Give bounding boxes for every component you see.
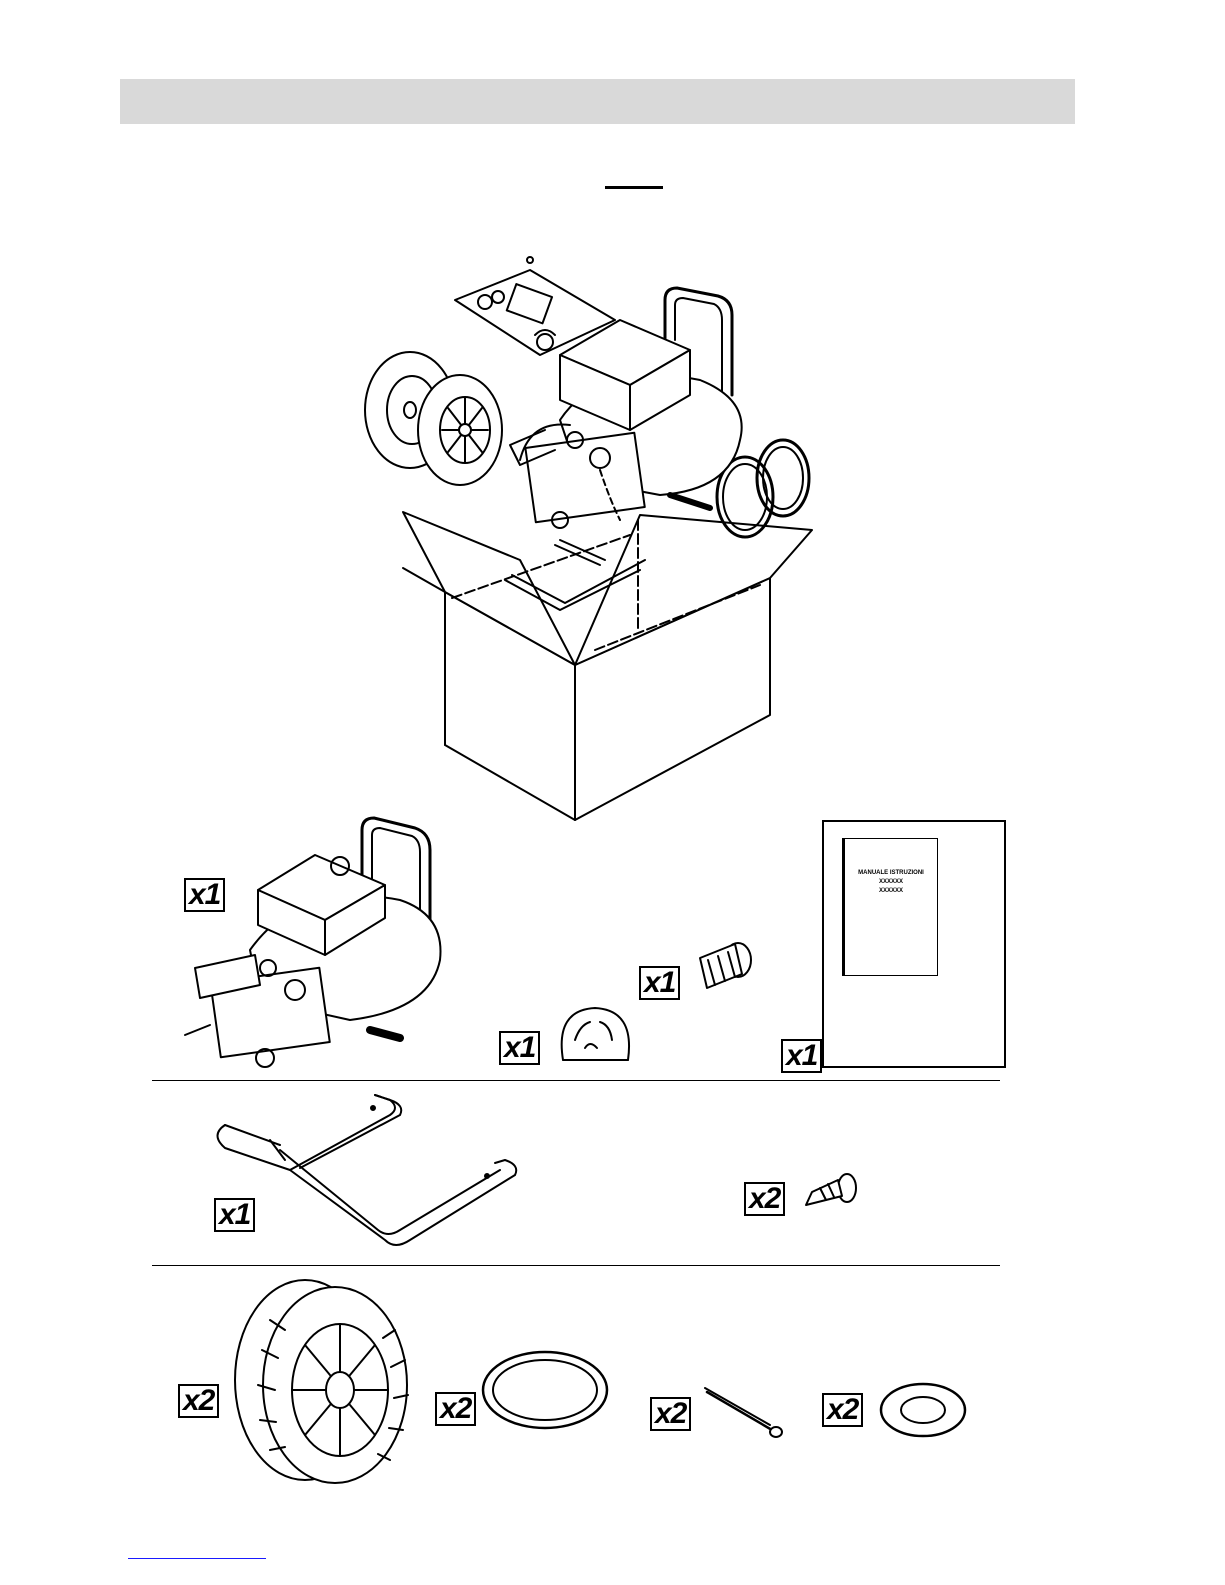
cotter-pin-icon bbox=[705, 1388, 782, 1437]
wheels-pair-icon bbox=[365, 352, 502, 485]
qty-label-connector: x1 bbox=[639, 966, 680, 1000]
quick-connector-icon bbox=[700, 943, 751, 988]
pressure-washer-icon bbox=[185, 818, 441, 1067]
handle-frame-icon bbox=[218, 1095, 517, 1245]
manual-model-1: XXXXXX bbox=[845, 878, 937, 887]
manual-cover: MANUALE ISTRUZIONI XXXXXX XXXXXX bbox=[842, 838, 938, 976]
qty-label-screw: x2 bbox=[744, 1182, 785, 1216]
manual-title: MANUALE ISTRUZIONI bbox=[845, 869, 937, 878]
screw-icon bbox=[806, 1174, 856, 1205]
open-box-icon bbox=[403, 512, 812, 820]
qty-label-handle: x1 bbox=[214, 1198, 255, 1232]
footer-link-underline bbox=[128, 1558, 266, 1559]
qty-label-machine: x1 bbox=[184, 878, 225, 912]
qty-label-ring: x2 bbox=[435, 1392, 476, 1426]
knob-cap-icon bbox=[562, 1008, 629, 1060]
qty-label-wheel: x2 bbox=[178, 1384, 219, 1418]
manual-model-2: XXXXXX bbox=[845, 887, 937, 896]
qty-label-washer: x2 bbox=[822, 1393, 863, 1427]
gasket-ring-icon bbox=[483, 1352, 607, 1428]
section-divider bbox=[152, 1080, 1000, 1081]
qty-label-pin: x2 bbox=[650, 1397, 691, 1431]
qty-label-cap: x1 bbox=[499, 1031, 540, 1065]
instruction-manual: MANUALE ISTRUZIONI XXXXXX XXXXXX bbox=[822, 820, 1006, 1068]
section-divider bbox=[152, 1265, 1000, 1266]
wheel-icon bbox=[235, 1280, 408, 1483]
washer-icon bbox=[881, 1384, 965, 1436]
qty-label-manual: x1 bbox=[781, 1039, 822, 1073]
